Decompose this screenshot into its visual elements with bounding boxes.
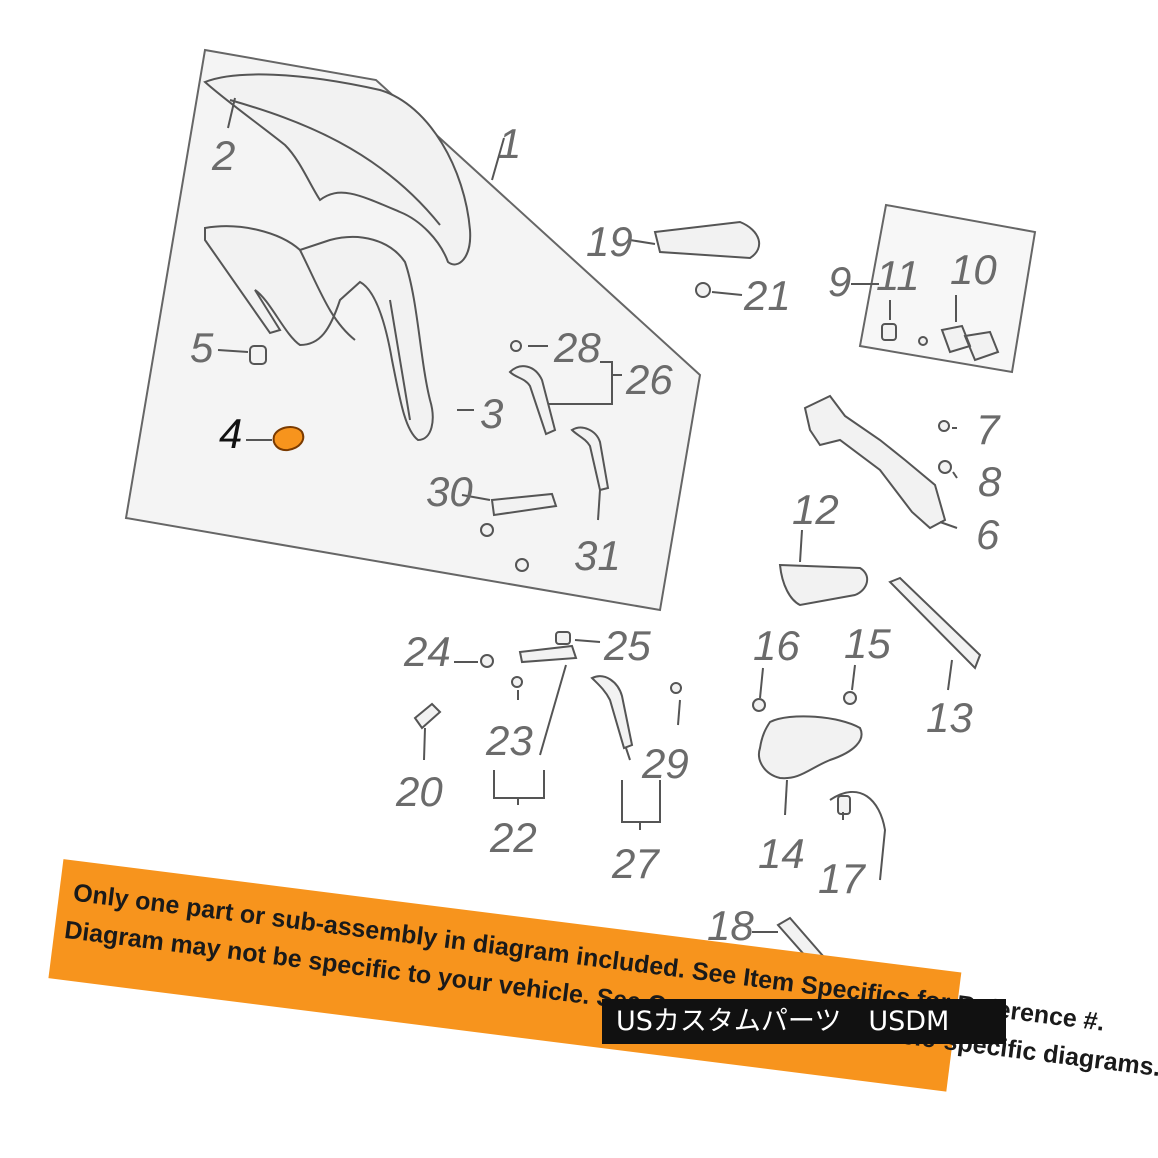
fastener-b xyxy=(515,558,529,572)
callout-7: 7 xyxy=(976,406,1001,453)
part-22-strip xyxy=(518,644,578,664)
part-7-bolt xyxy=(938,420,950,432)
callout-2: 2 xyxy=(211,132,235,179)
part-26-rail xyxy=(508,365,557,436)
callout-4: 4 xyxy=(219,410,242,457)
part-30-strip xyxy=(490,492,558,517)
part-13-trim xyxy=(888,576,982,670)
store-watermark: USカスタムパーツ USDM xyxy=(602,999,1006,1044)
part-4-clip xyxy=(272,426,305,452)
part-12-bracket xyxy=(778,563,869,607)
part-3-detail xyxy=(299,249,411,421)
part-2-crease xyxy=(229,99,441,226)
part-19-cover xyxy=(653,220,761,260)
callout-27: 27 xyxy=(611,840,660,887)
part-27-rail xyxy=(590,675,634,750)
part-2-top-shell xyxy=(203,73,472,266)
callout-29: 29 xyxy=(641,740,689,787)
callout-17: 17 xyxy=(818,855,866,902)
callout-25: 25 xyxy=(603,622,651,669)
part-17-connector xyxy=(837,795,851,815)
part-15-clip xyxy=(843,691,857,705)
callout-24: 24 xyxy=(403,628,451,675)
notice-banner: Only one part or sub-assembly in diagram… xyxy=(48,859,1158,1092)
part-14-housing xyxy=(758,715,863,780)
leader-lines xyxy=(217,97,958,933)
part-31-rail xyxy=(570,426,610,492)
part-29-screw xyxy=(670,682,682,694)
callout-1: 1 xyxy=(498,120,521,167)
part-28-screw xyxy=(510,340,522,352)
callout-31: 31 xyxy=(574,532,621,579)
callout-10: 10 xyxy=(950,246,997,293)
callout-18: 18 xyxy=(707,902,754,949)
callout-6: 6 xyxy=(976,511,1000,558)
callout-28: 28 xyxy=(553,324,601,371)
part-25-cap xyxy=(555,631,571,645)
part-16-clip xyxy=(752,698,766,712)
callout-13: 13 xyxy=(926,694,973,741)
part-11-cap xyxy=(881,323,897,341)
callout-30: 30 xyxy=(426,468,473,515)
callout-16: 16 xyxy=(753,622,800,669)
part-6-linkage xyxy=(803,394,947,530)
assembly-box-9 xyxy=(858,203,1037,374)
callout-19: 19 xyxy=(586,218,633,265)
callout-23: 23 xyxy=(485,717,533,764)
part-14-cable xyxy=(829,790,887,881)
callout-20: 20 xyxy=(395,768,443,815)
part-23-screw xyxy=(511,676,523,688)
part-8-nut xyxy=(938,460,952,474)
callout-3: 3 xyxy=(480,390,503,437)
callout-8: 8 xyxy=(978,458,1002,505)
callout-11: 11 xyxy=(876,252,920,299)
callout-15: 15 xyxy=(844,620,891,667)
part-24-screw xyxy=(480,654,494,668)
fastener-a xyxy=(480,523,494,537)
part-9-pin xyxy=(918,336,928,346)
callout-21: 21 xyxy=(743,272,791,319)
callout-5: 5 xyxy=(190,324,214,371)
callout-9: 9 xyxy=(828,258,851,305)
callout-22: 22 xyxy=(489,814,537,861)
callout-12: 12 xyxy=(792,486,839,533)
part-5-bushing xyxy=(249,345,267,365)
part-10-block xyxy=(940,324,1000,362)
part-21-clip xyxy=(695,282,711,298)
callout-26: 26 xyxy=(625,356,673,403)
callout-14: 14 xyxy=(758,830,805,877)
part-3-frame xyxy=(204,225,434,442)
part-20-bracket xyxy=(413,702,442,730)
